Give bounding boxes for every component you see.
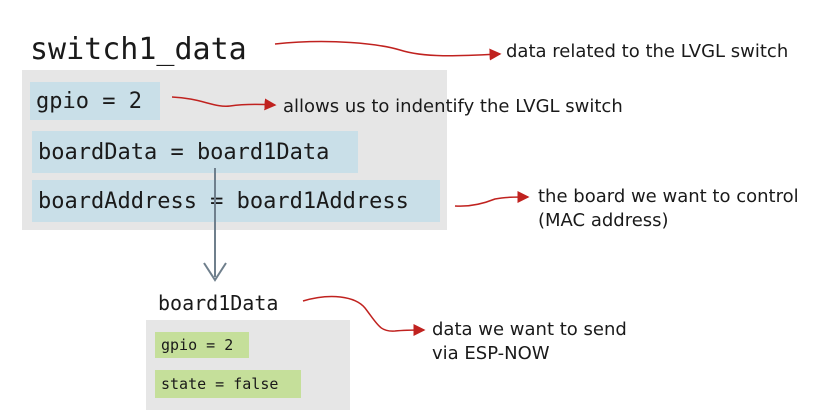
- annotation-board-title-line2: via ESP-NOW: [432, 343, 550, 364]
- arrow-switch-title: [274, 40, 502, 61]
- annotation-switch-title: data related to the LVGL switch: [506, 41, 789, 62]
- annotation-gpio: allows us to indentify the LVGL switch: [283, 96, 623, 117]
- annotation-board-address-line1: the board we want to control: [538, 186, 799, 207]
- arrow-board-address: [454, 191, 530, 207]
- switch-field-boardaddress: boardAddress = board1Address: [32, 180, 440, 222]
- switch-title: switch1_data: [30, 32, 247, 67]
- annotation-board-address-line2: (MAC address): [538, 210, 669, 231]
- board-title: board1Data: [158, 291, 279, 315]
- switch-field-gpio: gpio = 2: [30, 82, 160, 120]
- board-field-state: state = false: [155, 370, 301, 398]
- arrow-boarddata-down-head: [203, 262, 227, 282]
- annotation-board-title-line1: data we want to send: [432, 319, 627, 340]
- switch-field-boarddata: boardData = board1Data: [32, 131, 358, 173]
- board-field-gpio: gpio = 2: [155, 332, 249, 358]
